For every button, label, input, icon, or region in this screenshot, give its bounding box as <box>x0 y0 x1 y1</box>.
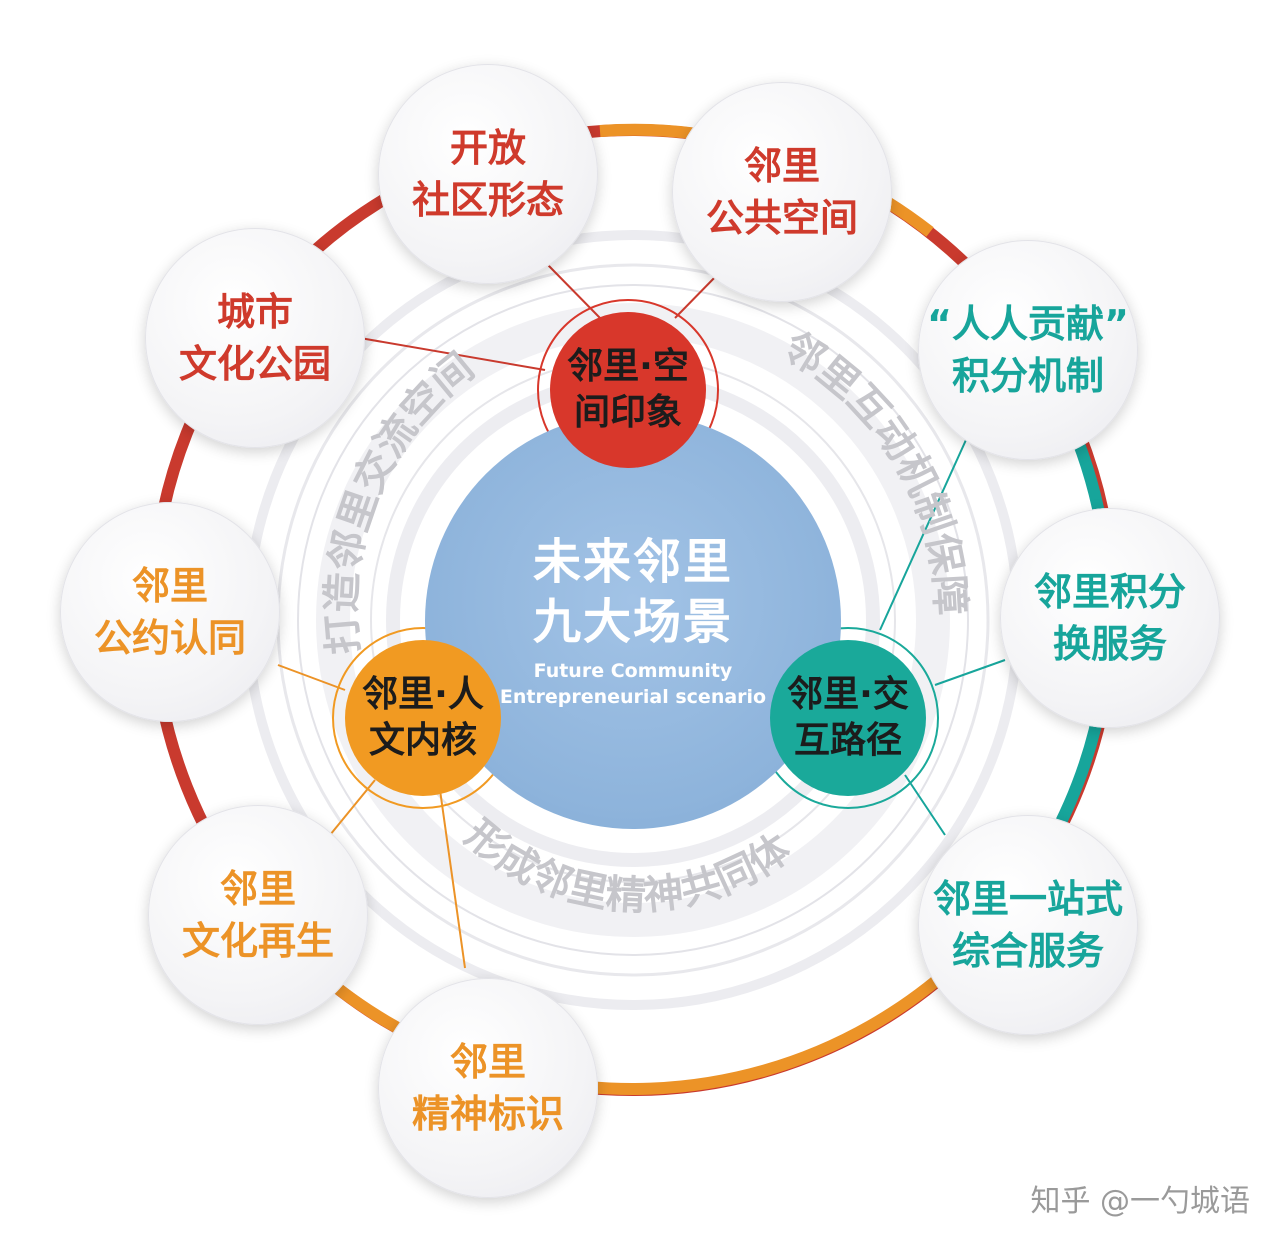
scene-node-open-community: 开放 社区形态 <box>378 64 598 284</box>
core-label-line1: 邻里·交 <box>787 674 909 715</box>
core-circle-space: 邻里·空 间印象 <box>550 312 706 468</box>
core-label-line2: 间印象 <box>573 392 682 433</box>
core-circle-culture: 邻里·人 文内核 <box>345 640 501 796</box>
center-english-line2: Entrepreneurial scenario <box>499 686 767 708</box>
center-title-line1: 未来邻里 <box>532 534 733 590</box>
connector-line <box>359 337 546 371</box>
scene-node-one-stop-service: 邻里一站式 综合服务 <box>918 815 1138 1035</box>
scene-node-public-space: 邻里 公共空间 <box>672 82 892 302</box>
core-label-line1: 邻里·人 <box>362 674 484 715</box>
scene-node-points-exchange: 邻里积分 换服务 <box>1000 508 1220 728</box>
core-circle-interaction: 邻里·交 互路径 <box>770 640 926 796</box>
connector-line <box>934 659 1006 686</box>
connector-line <box>439 789 466 969</box>
connector-line <box>547 264 601 319</box>
guide-ring <box>297 284 969 956</box>
scene-node-convention: 邻里 公约认同 <box>60 502 280 722</box>
watermark: 知乎 @一勺城语 <box>1030 1184 1250 1219</box>
connector-line <box>674 271 721 319</box>
connector-line <box>879 419 976 631</box>
connector-line <box>277 664 346 691</box>
connector-line <box>904 774 946 836</box>
scene-node-points-mechanism: “人人贡献” 积分机制 <box>918 240 1138 460</box>
core-label-line2: 文内核 <box>368 720 477 761</box>
scene-node-spirit-marker: 邻里 精神标识 <box>378 978 598 1198</box>
center-english-line1: Future Community <box>533 660 733 682</box>
outer-ring-orange-bottom <box>538 955 965 1096</box>
center-title-line2: 九大场景 <box>532 594 733 650</box>
scene-node-culture-regen: 邻里 文化再生 <box>148 805 368 1025</box>
core-label-line1: 邻里·空 <box>567 346 689 387</box>
center-circle: 未来邻里 九大场景 Future Community Entrepreneuri… <box>425 413 841 829</box>
scene-node-cultural-park: 城市 文化公园 <box>145 228 365 448</box>
core-label-line2: 互路径 <box>793 720 902 761</box>
